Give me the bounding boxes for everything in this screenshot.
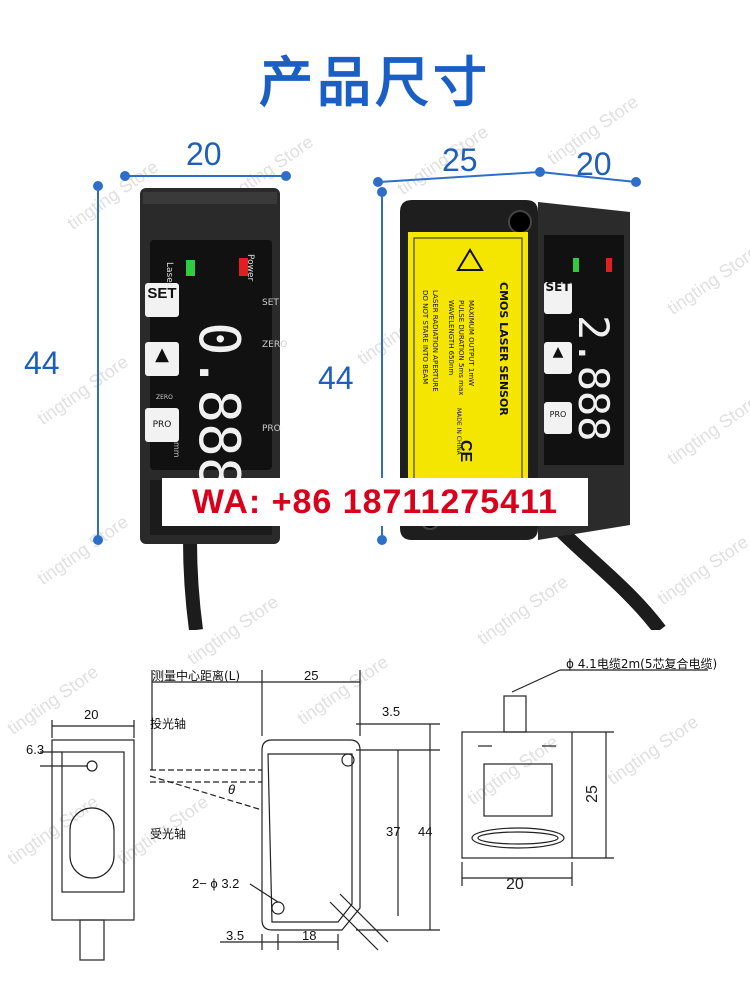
drawing-left-offset: 6.3: [26, 742, 45, 757]
drawing-left-width: 20: [84, 707, 99, 722]
side-height-dim: 44: [318, 360, 354, 396]
technical-drawing: [40, 669, 708, 961]
zero-side-label: ZERO: [262, 340, 288, 350]
drawing-cable-spec: ϕ 4.1电缆2m(5芯复合电缆): [566, 657, 718, 671]
side-pro-button[interactable]: PRO: [549, 410, 567, 419]
up-button[interactable]: ▲: [155, 344, 169, 365]
front-digital-display: 0.888: [186, 322, 251, 491]
page-title: 产品尺寸: [259, 51, 491, 114]
zero-small-label: ZERO: [156, 394, 173, 401]
drawing-bottom-18: 18: [302, 928, 317, 943]
side-up-button[interactable]: ▲: [552, 344, 564, 360]
pro-side-label: PRO: [262, 424, 281, 434]
label-specs: MAXIMUM OUTPUT 1mW PULSE DURATION 5ms ma…: [447, 300, 475, 396]
drawing-emit-axis: 投光轴: [150, 717, 187, 731]
drawing-right-25: 25: [583, 785, 601, 803]
drawing-center-distance: 测量中心距离(L): [152, 669, 241, 683]
drawing-right-20: 20: [506, 876, 524, 893]
indicator-power-label: Power: [245, 254, 255, 282]
front-view-illustration: [93, 171, 291, 630]
indicator-laser-label: Laser: [164, 262, 174, 287]
front-height-dim: 44: [24, 345, 60, 381]
drawing-top-25: 25: [304, 668, 319, 683]
drawing-theta: θ: [228, 782, 236, 797]
label-title: CMOS LASER SENSOR: [497, 282, 510, 416]
drawing-dim-37: 37: [386, 824, 401, 839]
drawing-bottom-35: 3.5: [226, 928, 245, 943]
drawing-holes: 2− ϕ 3.2: [192, 876, 240, 891]
label-warning: LASER RADIATION APERTURE DO NOT STARE IN…: [421, 290, 439, 392]
side-digital-display: 2.888: [569, 315, 618, 442]
contact-banner: WA: +86 18711275411: [162, 478, 588, 526]
ce-mark: CE: [457, 440, 474, 463]
set-side-label: SET: [262, 298, 279, 308]
drawing-dim-44: 44: [418, 824, 433, 839]
side-set-button[interactable]: SET: [545, 280, 571, 294]
drawing-recv-axis: 受光轴: [150, 827, 187, 841]
pro-button[interactable]: PRO: [152, 420, 172, 430]
side-width-dim: 20: [576, 146, 612, 182]
side-view-illustration: [373, 167, 666, 630]
front-width-dim: 20: [186, 136, 222, 172]
drawing-right-35: 3.5: [382, 704, 401, 719]
set-button[interactable]: SET: [147, 285, 177, 302]
side-length-dim: 25: [442, 142, 478, 178]
unit-label: mm: [172, 442, 181, 458]
